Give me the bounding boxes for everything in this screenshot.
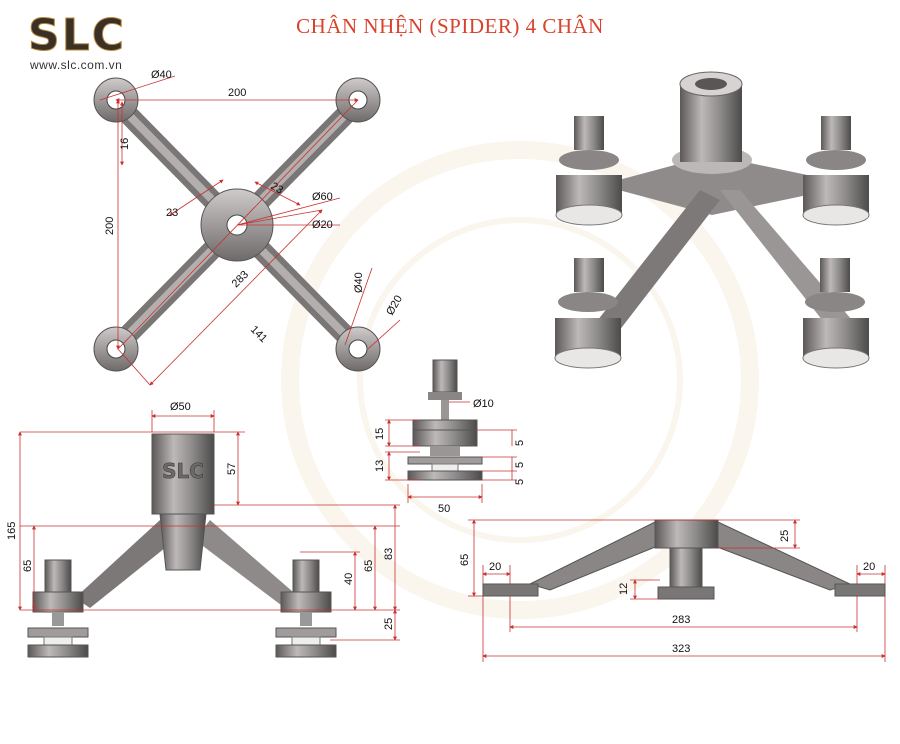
dim-top-half-diag: 141 — [248, 324, 269, 345]
dim-top-hole-d: Ø40 — [151, 69, 172, 81]
dim-fitting-13: 13 — [374, 460, 386, 472]
dim-top-span-h: 200 — [228, 87, 246, 99]
dim-top-diagonal: 283 — [230, 269, 251, 290]
dim-side-right-h: 83 — [383, 548, 395, 560]
logo-url: www.slc.com.vn — [30, 58, 123, 72]
dim-side-total-h: 165 — [6, 522, 18, 540]
dim-top-arm-a: 23 — [166, 207, 178, 219]
3d-fitting-bottom-right — [802, 258, 870, 369]
slc-logo: SLC www.slc.com.vn — [27, 10, 148, 72]
dim-side-arm-h: 40 — [343, 573, 355, 585]
fitting-dimension-labels: Ø10 15 13 5 5 5 50 — [374, 398, 526, 515]
spider-profile-view: 65 25 20 20 12 283 323 — [459, 519, 886, 662]
dim-top-end-d: Ø40 — [353, 272, 365, 293]
dim-profile-283: 283 — [672, 614, 690, 626]
side-dimension-lines — [18, 410, 400, 641]
top-view-dimension-lines — [99, 75, 401, 386]
profile-dimension-labels: 65 25 20 20 12 283 323 — [459, 530, 875, 655]
page-title: CHÂN NHỆN (SPIDER) 4 CHÂN — [296, 14, 604, 38]
dim-profile-end-right: 20 — [863, 561, 875, 573]
dim-side-mid-h: 65 — [363, 560, 375, 572]
fitting-dimension-lines — [385, 401, 517, 503]
dim-side-boss-h: 57 — [226, 463, 238, 475]
side-fitting-left — [27, 559, 89, 658]
3d-fitting-top-right — [802, 116, 870, 226]
3d-fitting-top-left — [555, 116, 623, 226]
3d-fitting-bottom-left — [554, 258, 622, 369]
dim-profile-25: 25 — [779, 530, 791, 542]
logo-wordmark: SLC — [27, 10, 127, 61]
dim-profile-12: 12 — [618, 583, 630, 595]
dim-fitting-15: 15 — [374, 428, 386, 440]
dim-side-left-h: 65 — [22, 560, 34, 572]
side-dimension-labels: Ø50 57 165 65 83 65 40 25 — [6, 401, 395, 630]
dim-side-top-d: Ø50 — [170, 401, 191, 413]
dim-profile-323: 323 — [672, 643, 690, 655]
dim-fitting-bolt-d: Ø10 — [473, 398, 494, 410]
dim-top-arm-width: 16 — [119, 138, 131, 150]
dim-profile-65: 65 — [459, 554, 471, 566]
profile-dimension-lines — [468, 519, 886, 662]
spider-side-view: SLC — [6, 401, 400, 658]
dim-top-span-v: 200 — [104, 217, 116, 235]
side-boss-logo: SLC — [162, 459, 204, 483]
dim-top-hub-d: Ø60 — [312, 191, 333, 203]
dim-top-arm-b: 23 — [269, 180, 286, 197]
dim-fitting-5c: 5 — [514, 479, 526, 485]
dim-fitting-disc-w: 50 — [438, 503, 450, 515]
spider-3d-view — [554, 71, 870, 369]
dim-fitting-5b: 5 — [514, 462, 526, 468]
dim-top-end-hole: Ø20 — [384, 293, 405, 317]
dim-fitting-5a: 5 — [514, 440, 526, 446]
fitting-detail-view: Ø10 15 13 5 5 5 50 — [374, 359, 526, 515]
dim-top-hub-hole: Ø20 — [312, 219, 333, 231]
dim-profile-end-left: 20 — [489, 561, 501, 573]
side-fitting-right — [275, 559, 337, 658]
dim-side-bottom-h: 25 — [383, 618, 395, 630]
